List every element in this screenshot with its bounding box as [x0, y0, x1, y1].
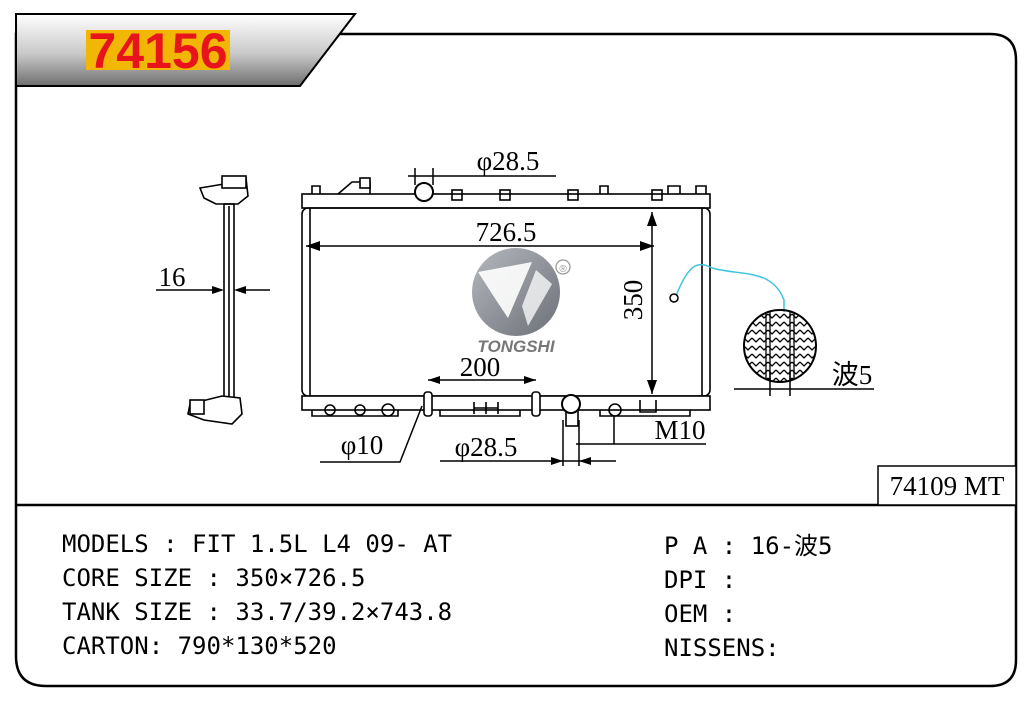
spec-models: MODELS : FIT 1.5L L4 09- AT — [62, 530, 452, 558]
spec-oem: OEM : — [664, 600, 736, 628]
core-width-dimension — [306, 241, 654, 251]
drain-thread-label: M10 — [654, 415, 705, 445]
fitting-diameter-label: φ10 — [341, 430, 384, 460]
lower-outlet-cap — [561, 394, 581, 414]
fin-detail-circle — [743, 309, 817, 383]
upper-inlet-dimension — [408, 168, 556, 185]
part-number: 74156 — [88, 23, 227, 79]
reference-code-box — [877, 465, 1017, 506]
brand-logo-text: TONGSHI — [477, 337, 555, 356]
radiator-front-view — [301, 177, 711, 427]
thickness-dimension — [156, 286, 270, 294]
sensor-wire — [675, 263, 785, 312]
spec-left-column: MODELS : FIT 1.5L L4 09- AT CORE SIZE : … — [62, 530, 452, 660]
spec-right-column: P A : 16-波5 DPI : OEM : NISSENS: — [664, 532, 833, 662]
reference-code: 74109 MT — [890, 471, 1005, 501]
fitting-diameter-leader — [320, 405, 423, 463]
tongshi-logo: ® TONGSHI — [472, 248, 571, 356]
fin-type-label: 波5 — [832, 360, 873, 390]
part-number-tab: 74156 — [15, 13, 358, 87]
sensor-point — [669, 293, 679, 303]
upper-inlet-diameter-label: φ28.5 — [477, 146, 540, 176]
fitting-spacing-label: 200 — [460, 352, 501, 382]
lower-outlet-dimension — [440, 420, 616, 466]
spec-carton: CARTON: 790*130*520 — [62, 632, 337, 660]
spec-tank-size: TANK SIZE : 33.7/39.2×743.8 — [62, 598, 452, 626]
core-height-dimension — [647, 212, 657, 394]
spec-core-size: CORE SIZE : 350×726.5 — [62, 564, 365, 592]
lower-outlet-diameter-label: φ28.5 — [455, 432, 518, 462]
spec-nissens: NISSENS: — [664, 634, 780, 662]
spec-pa: P A : 16-波5 — [664, 532, 833, 560]
core-height-label: 350 — [618, 280, 648, 321]
fitting-spacing-dimension — [428, 376, 536, 384]
spec-dpi: DPI : — [664, 566, 736, 594]
drain-thread-leader — [576, 416, 706, 445]
radiator-side-view — [187, 175, 249, 425]
sheet-border — [14, 32, 1018, 688]
upper-inlet-cap — [414, 182, 434, 202]
core-width-label: 726.5 — [476, 217, 537, 247]
part-number-highlight — [86, 30, 230, 70]
registered-mark: ® — [559, 264, 567, 275]
fin-pitch-dimension — [734, 372, 874, 396]
thickness-label: 16 — [159, 262, 186, 292]
